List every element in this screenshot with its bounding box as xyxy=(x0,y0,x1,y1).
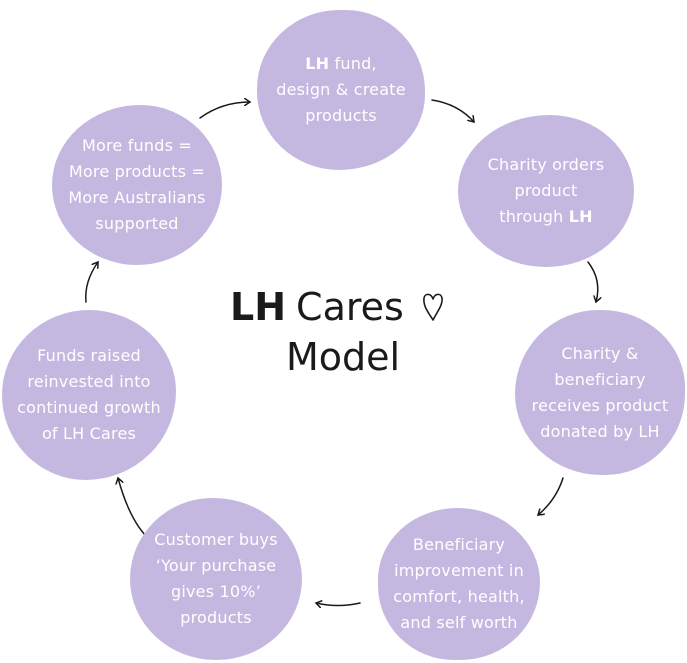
arrow-icon xyxy=(587,261,598,302)
step-line-pre: products xyxy=(180,608,252,627)
step-line-pre: receives product xyxy=(531,395,669,415)
heart-outline-icon xyxy=(422,293,443,321)
arrow-icon xyxy=(316,603,361,606)
step-line: and self worth xyxy=(393,610,525,636)
step-line-pre: reinvested into xyxy=(27,372,151,391)
arrow-icon xyxy=(538,477,564,515)
diagram-title: LH Cares Model xyxy=(230,282,444,382)
step-text-7: More funds = More products = More Australi… xyxy=(68,133,205,237)
step-blob-7: More funds = More products = More Australi… xyxy=(52,105,222,265)
step-line: receives product xyxy=(532,393,669,419)
step-line-pre: design & create xyxy=(276,80,406,99)
step-line: products xyxy=(154,605,278,631)
step-line: supported xyxy=(68,211,205,237)
step-blob-5: Customer buys ‘Your purchase gives 10%’ pro… xyxy=(130,498,302,660)
step-line-pre: of LH Cares xyxy=(41,424,137,443)
step-line-pre: More products = xyxy=(68,162,206,181)
step-line: Customer buys xyxy=(154,527,278,553)
step-line-pre: More Australians xyxy=(68,188,206,207)
step-text-4: Beneficiary improvement in comfort, health… xyxy=(393,532,525,636)
step-line-pre: and self worth xyxy=(400,613,518,632)
step-line: comfort, health, xyxy=(393,584,525,610)
title-line2: Model xyxy=(286,335,401,379)
arrow-icon xyxy=(85,262,98,303)
step-line-pre: improvement in xyxy=(394,561,524,580)
step-line: Charity orders xyxy=(488,152,605,178)
step-line: Beneficiary xyxy=(393,532,525,558)
title-bold: LH xyxy=(230,285,287,329)
step-line: donated by LH xyxy=(532,419,669,445)
step-line-post: fund, xyxy=(329,54,377,73)
step-blob-2: Charity orders product through LH xyxy=(458,115,634,267)
step-line-pre: beneficiary xyxy=(554,369,646,389)
step-line-pre: supported xyxy=(95,214,179,233)
step-text-5: Customer buys ‘Your purchase gives 10%’ pro… xyxy=(154,527,278,631)
step-line: Charity & xyxy=(532,341,669,367)
step-line-pre: More funds = xyxy=(81,136,193,155)
step-line: More products = xyxy=(68,159,205,185)
step-line-pre: Charity & xyxy=(561,343,639,363)
step-blob-4: Beneficiary improvement in comfort, health… xyxy=(378,508,540,660)
step-blob-3: Charity & beneficiary receives product dona… xyxy=(515,310,685,475)
step-line-pre: ‘Your purchase xyxy=(155,556,277,575)
step-line-pre: product xyxy=(514,181,578,200)
step-line: ‘Your purchase xyxy=(154,553,278,579)
step-line-pre: donated by LH xyxy=(540,421,660,441)
step-line: product xyxy=(488,178,605,204)
step-blob-1: LH fund, design & create products xyxy=(257,10,425,170)
step-line: reinvested into xyxy=(17,369,161,395)
step-line: products xyxy=(276,103,406,129)
step-blob-6: Funds raised reinvested into continued gro… xyxy=(2,310,176,480)
step-line-pre: through xyxy=(499,207,569,226)
arrow-icon xyxy=(199,102,250,119)
step-text-2: Charity orders product through LH xyxy=(488,152,605,230)
step-line-pre: gives 10%’ xyxy=(171,582,261,601)
step-line-pre: comfort, health, xyxy=(393,587,525,606)
step-line-pre: Beneficiary xyxy=(412,535,506,554)
title-rest: Cares xyxy=(296,285,404,329)
step-line: beneficiary xyxy=(532,367,669,393)
step-line: improvement in xyxy=(393,558,525,584)
step-line: Funds raised xyxy=(17,343,161,369)
step-line-pre: products xyxy=(305,106,377,125)
step-line-pre: Charity orders xyxy=(487,155,605,174)
step-line: of LH Cares xyxy=(17,421,161,447)
step-text-3: Charity & beneficiary receives product dona… xyxy=(532,341,669,445)
step-line-pre: Customer buys xyxy=(154,530,278,549)
step-line-bold: LH xyxy=(305,54,330,73)
step-line: More Australians xyxy=(68,185,205,211)
step-line: LH fund, xyxy=(276,51,406,77)
step-line-bold: LH xyxy=(568,207,593,226)
step-line: through LH xyxy=(488,204,605,230)
step-line-pre: continued growth xyxy=(17,398,161,417)
step-line: gives 10%’ xyxy=(154,579,278,605)
arrow-icon xyxy=(431,99,474,122)
step-text-1: LH fund, design & create products xyxy=(276,51,406,129)
step-line: continued growth xyxy=(17,395,161,421)
step-line: More funds = xyxy=(68,133,205,159)
step-line-pre: Funds raised xyxy=(37,346,141,365)
step-line: design & create xyxy=(276,77,406,103)
step-text-6: Funds raised reinvested into continued gro… xyxy=(17,343,161,447)
